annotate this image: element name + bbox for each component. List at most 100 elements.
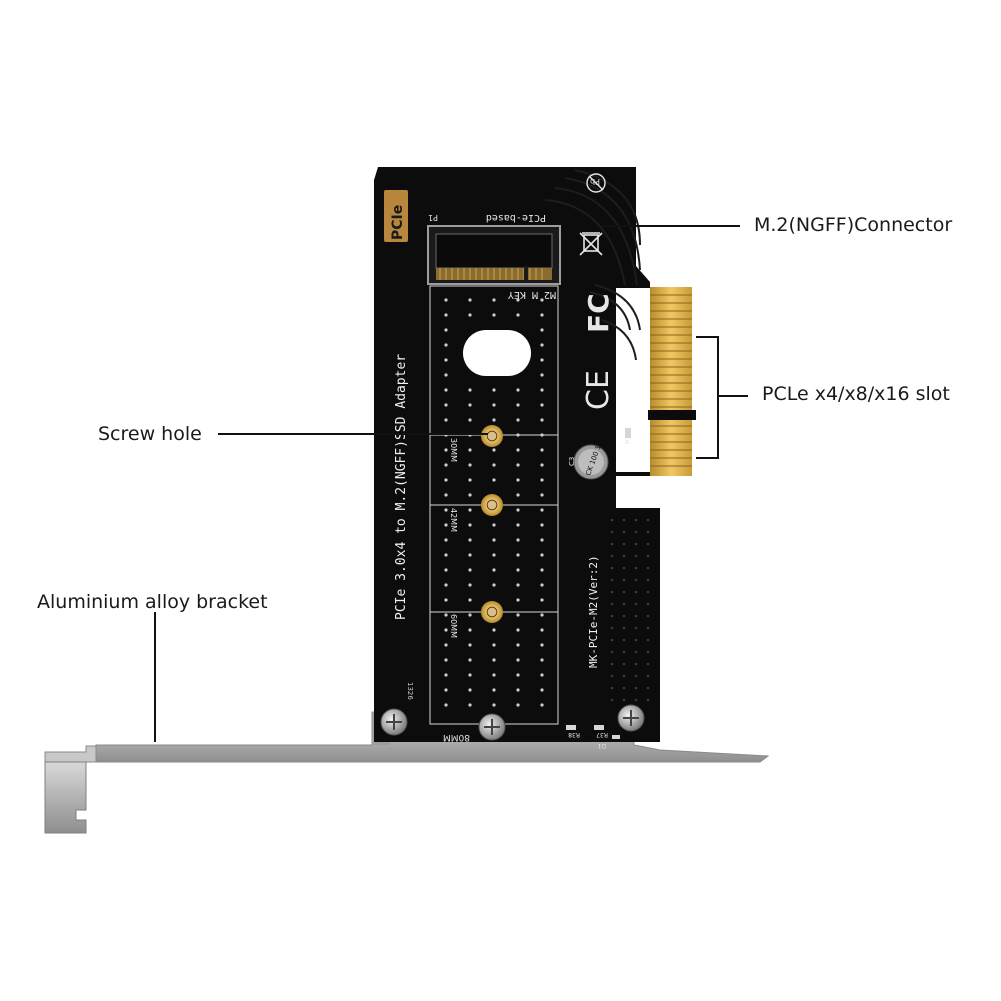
- via-dot: [468, 613, 472, 617]
- small-code: 1326: [406, 682, 414, 700]
- via-dot: [492, 583, 496, 587]
- via-dot: [468, 643, 472, 647]
- pcie-based-label: PCIe-based: [486, 212, 546, 223]
- via-dot: [516, 538, 520, 542]
- mm60-label: 60MM: [449, 614, 458, 638]
- via-dot: [646, 554, 650, 558]
- via-dot: [646, 626, 650, 630]
- via-dot: [492, 703, 496, 707]
- via-dot: [540, 313, 544, 317]
- via-dot: [444, 508, 448, 512]
- ce-text: CE: [581, 370, 616, 410]
- via-dot: [444, 463, 448, 467]
- via-dot: [634, 662, 638, 666]
- via-dot: [492, 658, 496, 662]
- r38-ref: R38: [568, 731, 580, 738]
- via-dot: [646, 602, 650, 606]
- via-dot: [540, 553, 544, 557]
- pb-free-icon: Pb: [586, 173, 606, 193]
- via-dot: [610, 542, 614, 546]
- via-dot: [468, 463, 472, 467]
- via-dot: [646, 686, 650, 690]
- via-dot: [516, 433, 520, 437]
- via-dot: [468, 508, 472, 512]
- via-dot: [468, 493, 472, 497]
- via-dot: [646, 674, 650, 678]
- via-dot: [540, 688, 544, 692]
- via-dot: [444, 583, 448, 587]
- r37-ref: R37: [596, 731, 608, 738]
- via-dot: [610, 578, 614, 582]
- via-dot: [468, 673, 472, 677]
- via-dot: [540, 598, 544, 602]
- capacitor: CK 100 16V: [573, 435, 609, 480]
- via-dot: [540, 343, 544, 347]
- leader-slot: [696, 336, 748, 459]
- via-dot: [492, 628, 496, 632]
- via-dot: [622, 662, 626, 666]
- via-dot: [634, 554, 638, 558]
- via-dot: [540, 523, 544, 527]
- via-dot: [492, 688, 496, 692]
- via-dot: [516, 553, 520, 557]
- via-dot: [492, 463, 496, 467]
- via-dot: [622, 518, 626, 522]
- via-dot: [610, 554, 614, 558]
- via-dot: [444, 448, 448, 452]
- via-dot: [468, 628, 472, 632]
- via-dot: [516, 673, 520, 677]
- via-dot: [468, 448, 472, 452]
- via-dot: [444, 358, 448, 362]
- via-dot: [540, 673, 544, 677]
- via-dot: [492, 538, 496, 542]
- via-dot: [634, 518, 638, 522]
- cap-ref: C3: [568, 457, 576, 466]
- mm30-label: 30MM: [449, 438, 458, 462]
- d1-ref: D1: [597, 742, 606, 749]
- via-dot: [540, 403, 544, 407]
- via-dot: [622, 530, 626, 534]
- via-dot: [634, 530, 638, 534]
- via-dot: [610, 590, 614, 594]
- pcie-badge-text: PCIe: [390, 205, 406, 240]
- via-dot: [516, 403, 520, 407]
- board-title: PCIe 3.0x4 to M.2(NGFF)SSD Adapter: [394, 354, 409, 620]
- via-dot: [610, 686, 614, 690]
- via-dot: [540, 478, 544, 482]
- via-dot: [646, 590, 650, 594]
- via-dot: [516, 583, 520, 587]
- via-dot: [540, 703, 544, 707]
- oval-cutout: [463, 330, 531, 376]
- via-dot: [516, 298, 520, 302]
- via-dot: [516, 568, 520, 572]
- via-dot: [622, 602, 626, 606]
- via-dot: [540, 298, 544, 302]
- via-dot: [444, 658, 448, 662]
- via-dot: [646, 578, 650, 582]
- via-dot: [516, 508, 520, 512]
- via-dot: [540, 493, 544, 497]
- p1-label: P1: [428, 213, 438, 222]
- via-dot: [444, 373, 448, 377]
- via-dot: [610, 530, 614, 534]
- via-dot: [468, 478, 472, 482]
- via-dot: [492, 523, 496, 527]
- via-dot: [610, 650, 614, 654]
- via-dot: [646, 614, 650, 618]
- via-dot: [516, 598, 520, 602]
- via-dot: [492, 643, 496, 647]
- via-dot: [610, 602, 614, 606]
- via-dot: [468, 523, 472, 527]
- pcie-gold-fingers: [648, 287, 696, 476]
- via-dot: [516, 313, 520, 317]
- via-dot: [516, 628, 520, 632]
- via-dot: [622, 650, 626, 654]
- via-dot: [492, 673, 496, 677]
- via-dot: [444, 553, 448, 557]
- via-dot: [540, 538, 544, 542]
- via-dot: [540, 628, 544, 632]
- via-dot: [492, 478, 496, 482]
- via-dot: [622, 554, 626, 558]
- via-dot: [444, 343, 448, 347]
- via-dot: [444, 673, 448, 677]
